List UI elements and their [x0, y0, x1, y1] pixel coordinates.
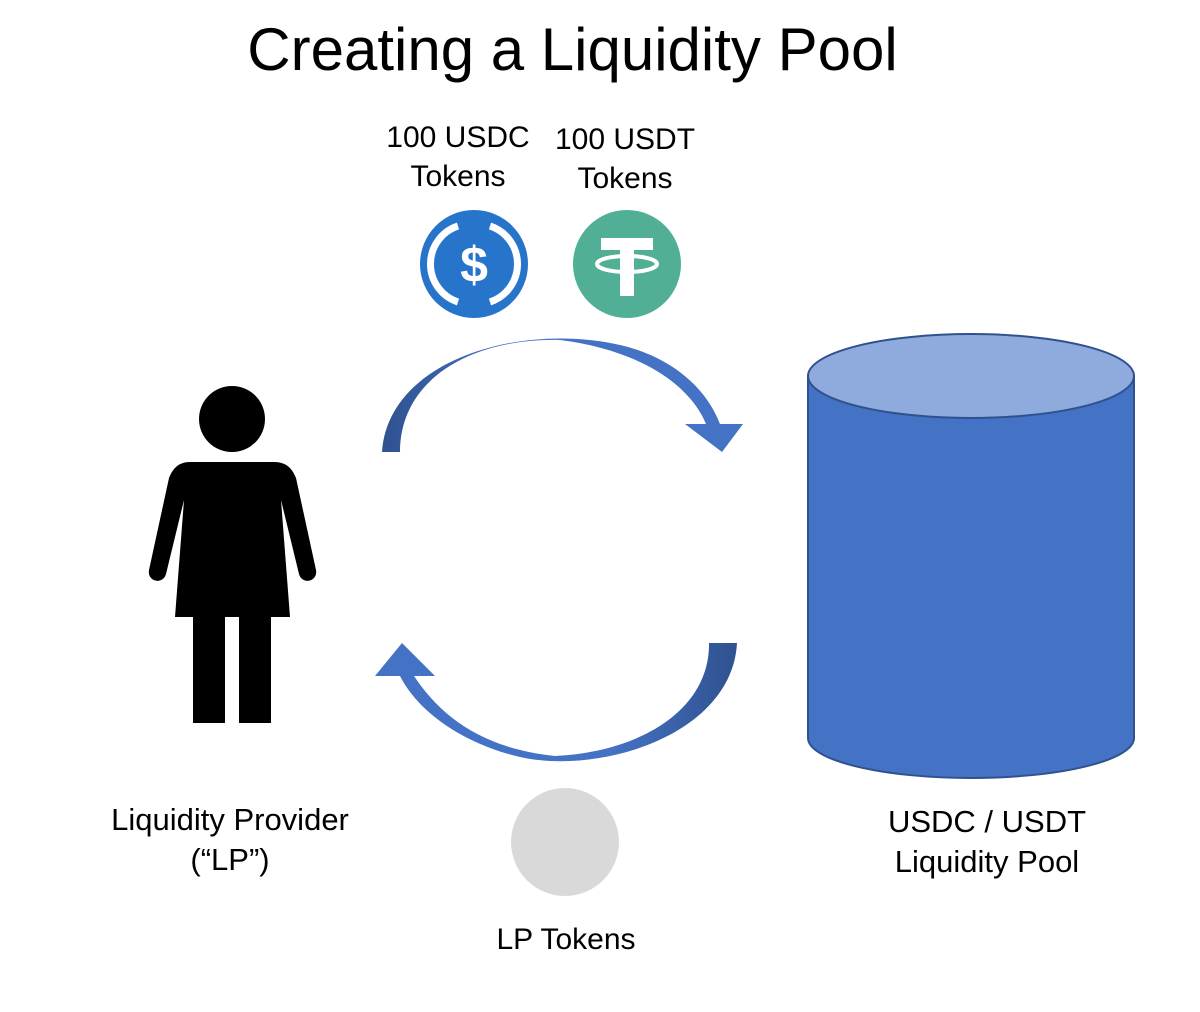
liquidity-provider-label: Liquidity Provider (“LP”): [80, 800, 380, 881]
pool-label: USDC / USDT Liquidity Pool: [862, 802, 1112, 883]
pool-pair-text: USDC / USDT: [887, 804, 1087, 839]
pool-name-text: Liquidity Pool: [894, 844, 1080, 880]
lp-token-icon: [511, 788, 619, 896]
usdc-tokens-text: Tokens: [410, 160, 506, 193]
usdc-amount-text: 100 USDC: [386, 121, 530, 154]
usdt-amount-label: 100 USDT Tokens: [538, 120, 712, 198]
usdc-coin-icon: $: [420, 210, 528, 318]
usdt-tokens-text: Tokens: [577, 162, 673, 195]
usdc-amount-label: 100 USDC Tokens: [372, 118, 544, 196]
usdt-amount-text: 100 USDT: [554, 123, 696, 156]
page-title: Creating a Liquidity Pool: [247, 16, 898, 83]
deposit-arrow: [382, 338, 743, 452]
lp-tokens-label: LP Tokens: [496, 923, 636, 956]
person-icon: [148, 386, 317, 723]
svg-text:$: $: [460, 237, 488, 293]
cylinder-icon: [807, 333, 1135, 779]
provider-abbrev-text: (“LP”): [190, 842, 270, 878]
lp-token-return-arrow: [375, 643, 737, 762]
provider-name-text: Liquidity Provider: [111, 802, 349, 837]
usdt-coin-icon: [573, 210, 681, 318]
